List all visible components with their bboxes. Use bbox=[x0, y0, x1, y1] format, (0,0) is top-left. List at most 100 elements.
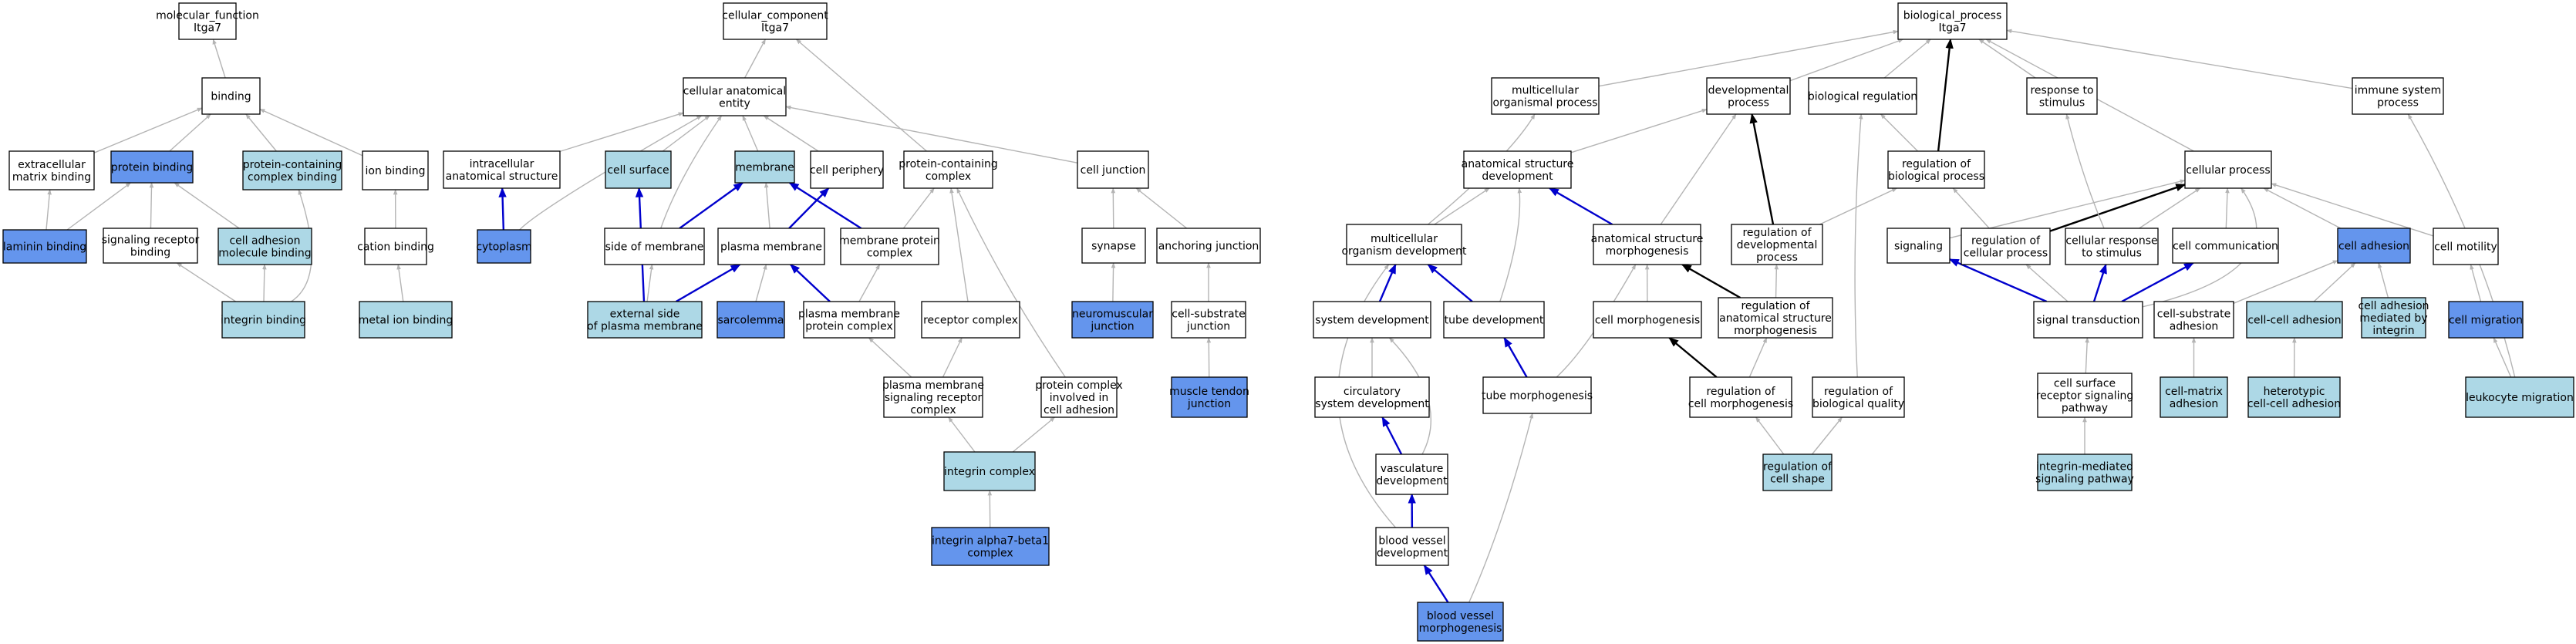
node-label: immune system bbox=[2355, 85, 2442, 97]
node-cell-motility[interactable]: cell motility bbox=[2433, 228, 2499, 265]
node-integrin-binding[interactable]: integrin binding bbox=[221, 301, 306, 339]
node-laminin-binding[interactable]: laminin binding bbox=[2, 229, 87, 264]
node-plasma-membrane[interactable]: plasma membrane bbox=[717, 228, 825, 265]
node-box bbox=[883, 376, 983, 418]
node-tube-development[interactable]: tube development bbox=[1443, 301, 1545, 339]
node-metal-ion-binding[interactable]: metal ion binding bbox=[359, 301, 453, 339]
node-signal-transduction[interactable]: signal transduction bbox=[2033, 301, 2143, 339]
node-protein-binding[interactable]: protein binding bbox=[110, 150, 194, 184]
node-label: cellular process bbox=[2186, 164, 2270, 177]
node-label: regulation of bbox=[1706, 386, 1775, 398]
node-synapse[interactable]: synapse bbox=[1081, 228, 1146, 264]
node-binding[interactable]: binding bbox=[201, 77, 261, 115]
edge-cell-migration-to-cell-motility bbox=[2470, 264, 2482, 302]
node-label: cytoplasm bbox=[476, 241, 531, 254]
node-cell-communication[interactable]: cell communication bbox=[2172, 228, 2279, 264]
node-label: leukocyte migration bbox=[2466, 392, 2574, 404]
node-anchoring-junction[interactable]: anchoring junction bbox=[1156, 228, 1261, 264]
node-label: neuromuscular bbox=[1072, 309, 1153, 321]
node-cation-binding[interactable]: cation binding bbox=[357, 228, 434, 265]
node-system-development[interactable]: system development bbox=[1313, 301, 1431, 339]
edge-binding-to-mf-root bbox=[212, 39, 226, 79]
node-ion-binding[interactable]: ion binding bbox=[362, 150, 429, 191]
edge-protein-containing-complex-binding-to-binding bbox=[245, 113, 277, 152]
node-label: signal transduction bbox=[2036, 315, 2139, 327]
node-cell-cell-adhesion[interactable]: cell-cell adhesion bbox=[2246, 301, 2343, 339]
edge-cellular-anatomical-entity-to-cc-root bbox=[744, 39, 767, 79]
node-label: blood vessel bbox=[1378, 535, 1445, 548]
node-cell-junction[interactable]: cell junction bbox=[1077, 150, 1149, 189]
node-cellular-process[interactable]: cellular process bbox=[2184, 150, 2272, 189]
node-cell-periphery[interactable]: cell periphery bbox=[810, 150, 884, 189]
node-label: signaling receptor bbox=[102, 234, 200, 247]
node-cell-migration[interactable]: cell migration bbox=[2448, 301, 2524, 339]
edge-system-development-to-multicellular-organism-development bbox=[1378, 263, 1397, 302]
node-tube-morphogenesis[interactable]: tube morphogenesis bbox=[1482, 376, 1593, 414]
node-biological-regulation[interactable]: biological regulation bbox=[1808, 77, 1917, 115]
node-leukocyte-migration[interactable]: leukocyte migration bbox=[2465, 376, 2574, 418]
node-label: cellular process bbox=[1964, 248, 2048, 260]
node-label: junction bbox=[1187, 398, 1231, 410]
node-cell-morphogenesis[interactable]: cell morphogenesis bbox=[1593, 301, 1702, 339]
node-label: cell morphogenesis bbox=[1688, 398, 1793, 410]
node-receptor-complex[interactable]: receptor complex bbox=[921, 301, 1020, 339]
node-integrin-complex[interactable]: integrin complex bbox=[943, 451, 1036, 491]
node-cytoplasm[interactable]: cytoplasm bbox=[476, 229, 532, 264]
node-sarcolemma[interactable]: sarcolemma bbox=[716, 301, 785, 339]
node-label: cation binding bbox=[357, 241, 434, 254]
node-signaling[interactable]: signaling bbox=[1886, 228, 1951, 264]
node-box bbox=[359, 301, 453, 339]
node-cell-surface[interactable]: cell surface bbox=[605, 150, 672, 189]
node-label: anatomical structure bbox=[1719, 312, 1832, 325]
edge-laminin-binding-to-protein-binding bbox=[66, 182, 131, 231]
node-cell-adhesion[interactable]: cell adhesion bbox=[2337, 228, 2411, 264]
node-membrane[interactable]: membrane bbox=[734, 150, 795, 184]
node-side-of-membrane[interactable]: side of membrane bbox=[604, 228, 705, 265]
node-label: tube morphogenesis bbox=[1482, 390, 1593, 403]
